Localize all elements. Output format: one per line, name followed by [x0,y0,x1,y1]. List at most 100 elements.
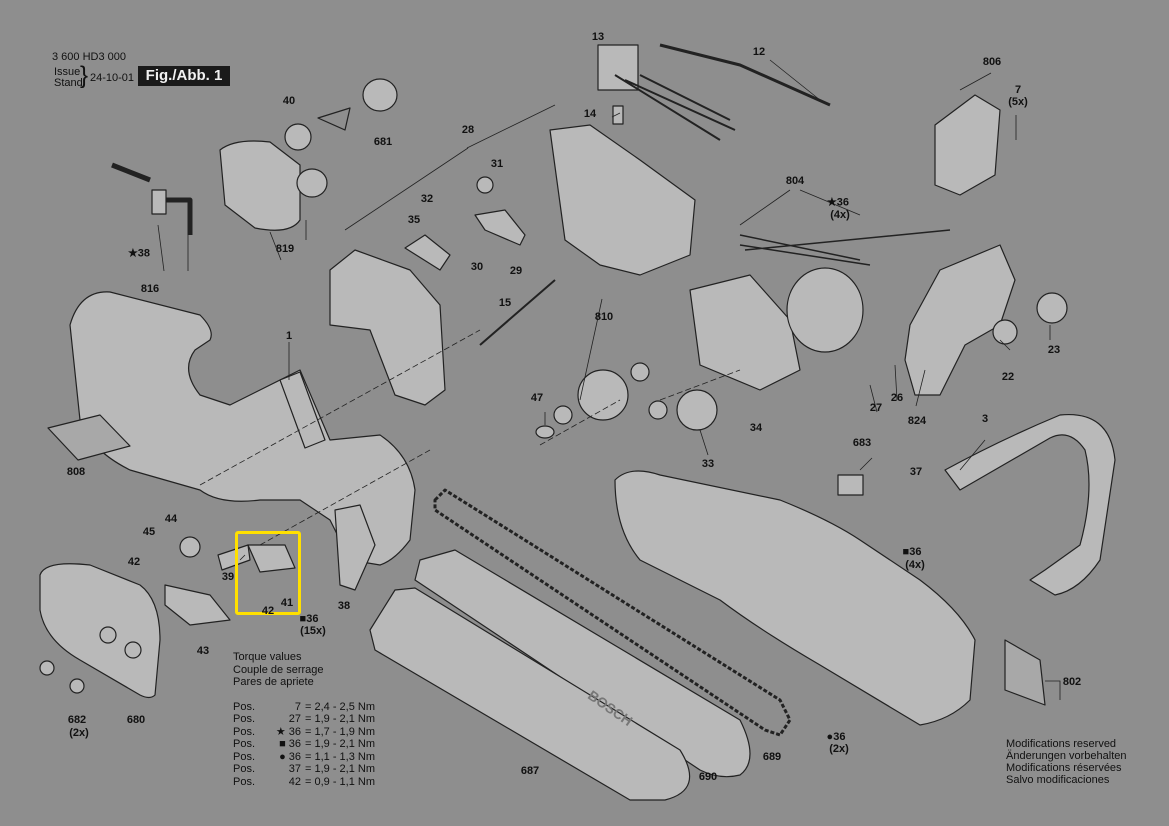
motor-frame [689,274,801,391]
torque-title-fr: Couple de serrage [233,663,324,676]
oil-cap-40-ring [284,123,312,151]
figure-title: Fig./Abb. 1 [138,66,230,86]
label-816: 816 [140,283,160,295]
label-27: 27 [869,402,883,414]
rear-handle-824 [904,244,1016,396]
wires-13 [614,74,736,141]
label-42-a: 42 [127,556,141,568]
oil-tank-819 [219,140,301,231]
label-38: 38 [337,600,351,612]
label-806: 806 [982,56,1002,68]
label-23: 23 [1047,344,1061,356]
label-683: 683 [852,437,872,449]
leader-lines [157,59,1061,700]
label-34: 34 [749,422,763,434]
label-41: 41 [280,597,294,609]
label-38-star: ★38 [127,247,151,260]
rod-15 [479,279,556,346]
tensioner-41 [247,544,296,573]
label-44: 44 [164,513,178,525]
plate-43 [164,584,231,626]
torque-title-en: Torque values [233,651,302,663]
switch-806 [934,94,1001,196]
torque-values: Torque values Couple de serrage Pares de… [233,651,375,788]
torque-row: Pos.■ 36= 1,9 - 2,1 Nm [233,738,376,750]
torque-row: Pos.27= 1,9 - 2,1 Nm [233,713,376,725]
nut-682b [69,678,85,694]
label-689: 689 [762,751,782,763]
label-40: 40 [282,95,296,107]
stand-label: Stand [54,77,83,89]
bearing-810b [630,362,650,382]
label-32: 32 [420,193,434,205]
label-682-qty: (2x) [69,727,89,739]
housing-left [69,291,416,566]
label-29: 29 [509,265,523,277]
label-33: 33 [701,458,715,470]
label-13: 13 [591,31,605,43]
torque-row: Pos.★ 36= 1,7 - 1,9 Nm [233,725,376,738]
cable-12 [659,43,831,107]
spring-14 [612,105,624,125]
hose-816 [111,162,193,235]
mod-de: Änderungen vorbehalten [1006,750,1127,762]
label-687: 687 [520,765,540,777]
label-47: 47 [530,392,544,404]
part-29 [474,209,526,246]
oil-cap-681 [362,78,398,112]
sprocket-44 [179,536,201,558]
label-43: 43 [196,645,210,657]
motor-wires [739,229,951,266]
label-7-qty: (5x) [1008,96,1028,108]
torque-title-es: Pares de apriete [233,676,314,688]
pinion [648,400,668,420]
torque-row: Pos.42= 0,9 - 1,1 Nm [233,775,376,788]
label-3: 3 [981,413,989,425]
label-808 [47,414,131,461]
part-31 [476,176,494,194]
mod-fr: Modifications réservées [1006,762,1122,774]
label-682: 682 [67,714,87,726]
label-31: 31 [490,158,504,170]
label-1: 1 [285,330,293,342]
label-7: 7 [1014,84,1022,96]
label-36-star-qty: (4x) [830,209,850,221]
spring-23 [1036,292,1068,324]
strap-681 [317,107,351,131]
mod-en: Modifications reserved [1006,738,1117,750]
gear-22 [992,319,1018,345]
tensioner-39 [217,544,251,571]
chain-cover-680 [39,563,161,699]
label-36-square-a-qty: (4x) [905,559,925,571]
gear-810 [577,369,629,421]
bearing-810a [553,405,573,425]
label-42-b: 42 [261,605,275,617]
label-36-star: ★36 [826,196,850,209]
nut-682a [39,660,55,676]
ring-47 [535,425,555,439]
housing-handle [279,371,326,449]
label-808: 808 [66,466,86,478]
part-35 [404,234,451,271]
label-12: 12 [752,46,766,58]
label-35: 35 [407,214,421,226]
housing-right [614,470,976,726]
label-802: 802 [1062,676,1082,688]
label-45: 45 [142,526,156,538]
cover-knob-1 [99,626,117,644]
highlight-part-41 [235,531,301,615]
torque-row: Pos.7= 2,4 - 2,5 Nm [233,700,376,713]
label-690: 690 [698,771,718,783]
label-28: 28 [461,124,475,136]
label-36-dot: ●36 [826,731,846,743]
part-number: 3 600 HD3 000 [52,51,126,63]
label-680: 680 [126,714,146,726]
label-36-square-a: ■36 [902,546,922,558]
mod-es: Salvo modificaciones [1006,774,1110,786]
front-handle-3 [944,413,1116,596]
modifications-note: Modifications reserved Änderungen vorbeh… [1006,738,1126,786]
label-39: 39 [221,571,235,583]
cover-knob-2 [124,641,142,659]
chain-689 [433,488,792,737]
